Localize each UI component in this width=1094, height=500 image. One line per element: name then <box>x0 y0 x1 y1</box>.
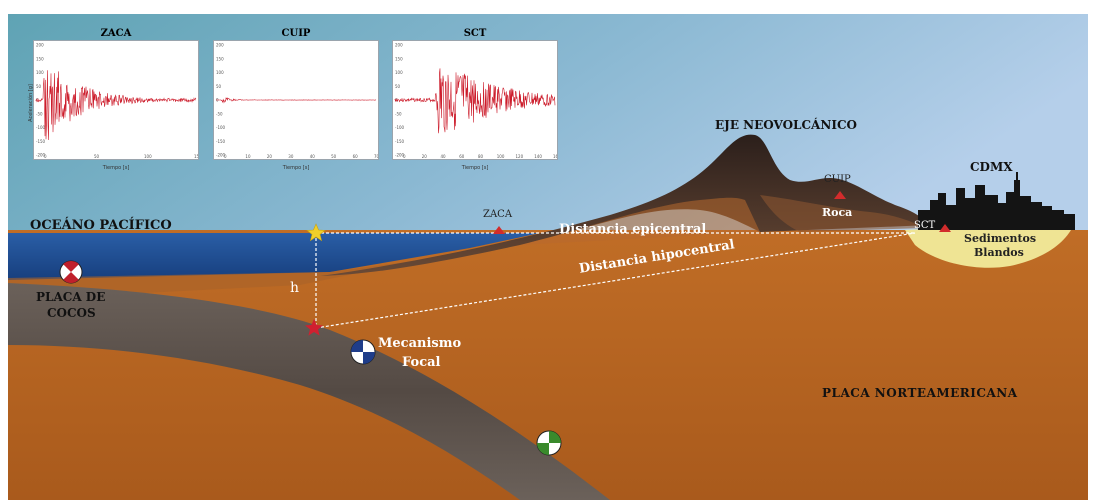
mecanismo-label-line1: Mecanismo <box>378 336 462 351</box>
seismogram-xtick: 0 <box>224 154 227 159</box>
beachball-cocos-icon <box>59 260 83 284</box>
seismogram-xlabel: Tiempo [s] <box>461 165 489 171</box>
ocean-label: OCEÁNO PACÍFICO <box>30 218 172 233</box>
seismogram-zaca: ZACA 200150100500-50-100-150-20005010015… <box>28 28 199 171</box>
seismogram-xtick: 0 <box>403 154 406 159</box>
hypocentral-distance-line <box>315 232 916 329</box>
seismogram-xlabel: Tiempo [s] <box>102 165 130 171</box>
seismogram-ylabel: Aceleración [g] <box>27 84 34 122</box>
seismogram-ytick: 100 <box>216 70 224 75</box>
seismogram-xtick: 20 <box>422 154 428 159</box>
seismogram-trace <box>35 70 197 141</box>
seismogram-xlabel: Tiempo [s] <box>282 165 310 171</box>
station-cuip-icon <box>834 191 846 199</box>
seismogram-trace <box>394 68 556 134</box>
seismogram-ytick: 200 <box>216 43 224 48</box>
seismogram-xtick: 120 <box>516 154 524 159</box>
seismogram-xtick: 60 <box>353 154 359 159</box>
epicenter-star-icon <box>306 223 326 242</box>
beachball-focal-icon <box>350 339 376 365</box>
cdmx-skyline <box>918 172 1075 230</box>
roca-label: Roca <box>822 206 853 219</box>
seismogram-xtick: 160 <box>553 154 557 159</box>
sedimentos-label-line2: Blandos <box>974 246 1024 259</box>
depth-label: h <box>290 280 300 296</box>
seismogram-ytick: -50 <box>36 111 43 116</box>
seismogram-ytick: 50 <box>36 84 42 89</box>
seismogram-xtick: 140 <box>534 154 542 159</box>
seismogram-ytick: -100 <box>216 125 226 130</box>
eje-neovolcanico <box>320 134 930 276</box>
seismogram-ytick: 200 <box>395 43 403 48</box>
seismogram-xtick: 150 <box>194 154 198 159</box>
seismogram-title: SCT <box>463 28 487 39</box>
seismogram-ytick: 150 <box>395 56 403 61</box>
seismogram-ytick: -200 <box>216 153 226 158</box>
seismogram-xtick: 30 <box>288 154 294 159</box>
epicentral-distance-label: Distancia epicentral <box>559 222 707 237</box>
seismogram-ytick: -100 <box>395 125 405 130</box>
sedimentos-label-line1: Sedimentos <box>964 232 1037 245</box>
placa-norte-label: PLACA NORTEAMERICANA <box>822 386 1018 400</box>
seismogram-ytick: 100 <box>395 70 403 75</box>
ocean-water <box>8 233 540 280</box>
seismogram-xtick: 40 <box>310 154 316 159</box>
seismogram-ytick: 100 <box>36 70 44 75</box>
seismogram-ytick: 150 <box>216 56 224 61</box>
seismogram-ytick: -150 <box>36 139 46 144</box>
seismogram-xtick: 70 <box>374 154 378 159</box>
seismogram-ytick: 50 <box>216 84 222 89</box>
seismogram-title: CUIP <box>281 28 311 39</box>
station-sct-label: SCT <box>914 220 936 231</box>
seismogram-xtick: 80 <box>478 154 484 159</box>
seismogram-ytick: 200 <box>36 43 44 48</box>
seismogram-ytick: -150 <box>216 139 226 144</box>
eje-label: EJE NEOVOLCÁNICO <box>715 118 857 132</box>
placa-cocos-label-line1: PLACA DE <box>36 290 106 304</box>
placa-cocos-label-line2: COCOS <box>47 306 96 320</box>
soft-sediments <box>905 222 1075 268</box>
station-sct-icon <box>939 224 951 232</box>
seismogram-ytick: -100 <box>36 125 46 130</box>
cdmx-label: CDMX <box>970 160 1013 174</box>
seismogram-xtick: 40 <box>441 154 447 159</box>
hypocenter-star-icon <box>305 319 323 336</box>
seismogram-ytick: -200 <box>36 153 46 158</box>
seismogram-ytick: 50 <box>395 84 401 89</box>
mecanismo-label-line2: Focal <box>402 355 441 370</box>
seismogram-xtick: 100 <box>144 154 152 159</box>
seismogram-ytick: -150 <box>395 139 405 144</box>
seismogram-xtick: 0 <box>44 154 47 159</box>
seismogram-title: ZACA <box>100 28 132 39</box>
seismogram-ytick: -200 <box>395 153 405 158</box>
seismogram-trace <box>215 96 377 104</box>
cocos-plate-slab <box>8 283 610 500</box>
seismogram-ytick: -50 <box>395 111 402 116</box>
station-cuip-label: CUIP <box>824 174 851 185</box>
beachball-deep-icon <box>536 430 562 456</box>
seismogram-xtick: 50 <box>331 154 337 159</box>
seismogram-xtick: 100 <box>497 154 505 159</box>
station-zaca-label: ZACA <box>483 209 513 220</box>
seismogram-xtick: 20 <box>267 154 273 159</box>
seismogram-ytick: 150 <box>36 56 44 61</box>
seismogram-xtick: 60 <box>459 154 465 159</box>
seismogram-ytick: -50 <box>216 111 223 116</box>
seismogram-xtick: 50 <box>94 154 100 159</box>
seismogram-xtick: 10 <box>245 154 251 159</box>
station-zaca-icon <box>493 226 505 234</box>
